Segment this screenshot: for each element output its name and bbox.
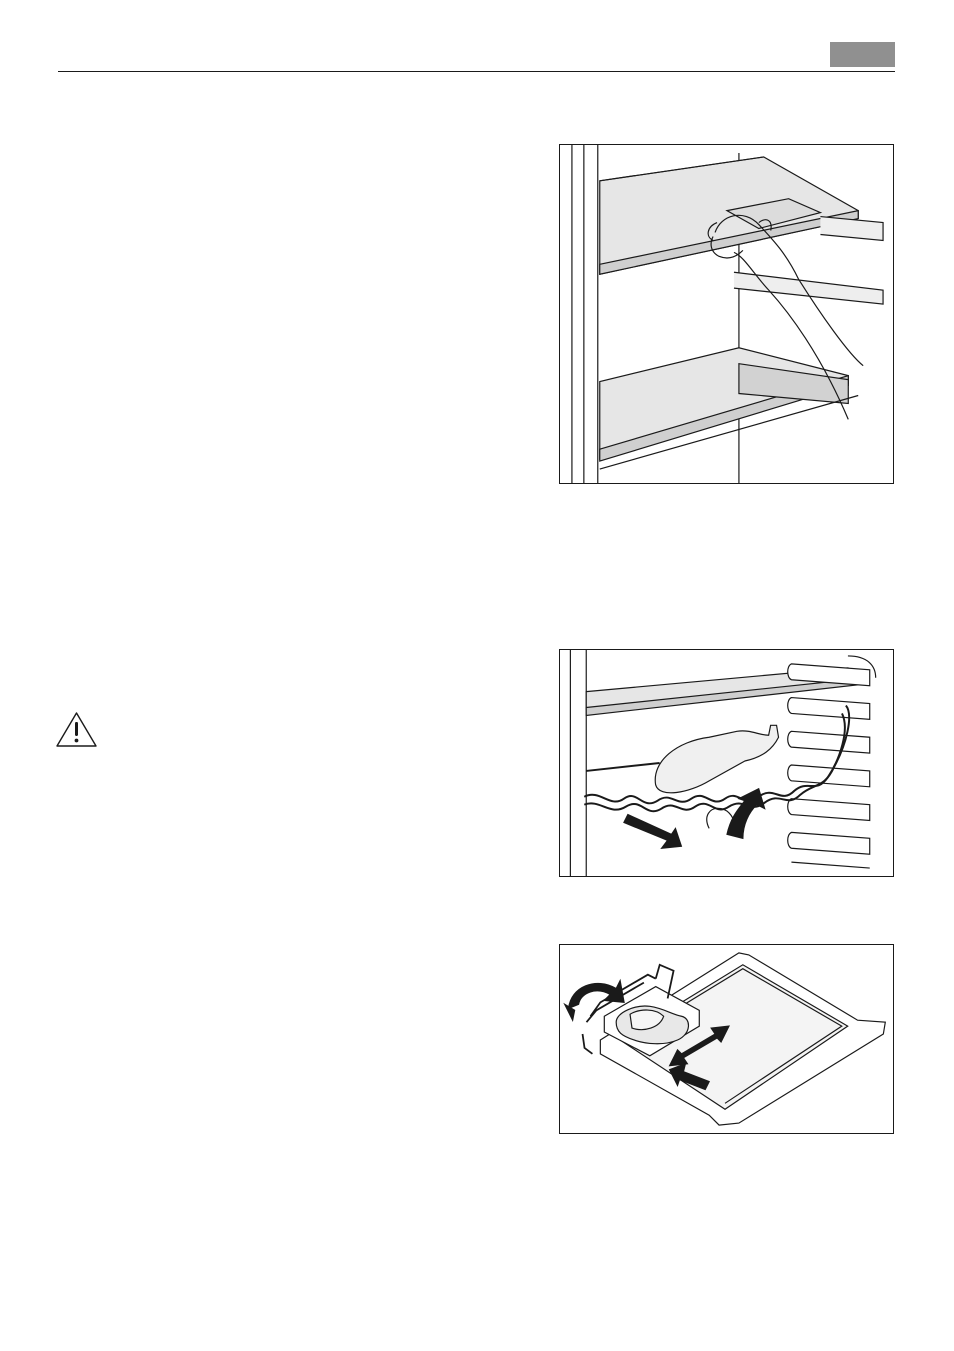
bottle-rack-illustration <box>559 649 894 877</box>
bottle-holder-tray-illustration <box>559 944 894 1134</box>
bottle-rack-drawing <box>560 650 893 876</box>
shelf-removal-illustration <box>559 144 894 484</box>
shelf-removal-drawing <box>560 145 893 483</box>
header-rule <box>58 71 895 72</box>
bottle-holder-tray-drawing <box>560 945 893 1133</box>
warning-triangle-icon <box>55 711 98 748</box>
section-tab-marker <box>830 42 895 67</box>
